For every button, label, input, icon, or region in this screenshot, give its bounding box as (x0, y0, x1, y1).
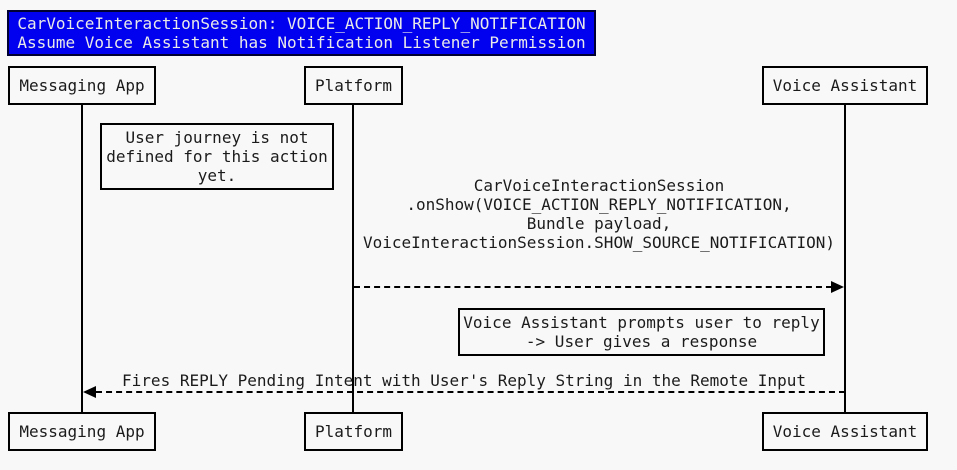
actor-label-messaging-app: Messaging App (19, 76, 145, 95)
actor-box-voice-assistant-top: Voice Assistant (762, 66, 928, 105)
actor-box-platform-top: Platform (304, 66, 403, 105)
actor-box-messaging-app-bottom: Messaging App (8, 412, 156, 451)
lifeline-platform (352, 105, 354, 412)
note-prompt-line-2: -> User gives a response (525, 332, 758, 351)
message-reply-line-1: Fires REPLY Pending Intent with User's R… (122, 371, 806, 390)
note-user-journey-line-1: User journey is not (125, 128, 309, 147)
arrowhead-right-icon (831, 281, 844, 293)
message-reply-label: Fires REPLY Pending Intent with User's R… (84, 371, 844, 390)
diagram-title-line-2: Assume Voice Assistant has Notification … (17, 33, 586, 52)
lifeline-voice-assistant (844, 105, 846, 412)
note-user-journey-line-2: defined for this action (106, 147, 328, 166)
note-prompt-line-1: Voice Assistant prompts user to reply (463, 313, 820, 332)
diagram-title-line-1: CarVoiceInteractionSession: VOICE_ACTION… (17, 14, 586, 33)
message-onshow-arrow-line (354, 286, 832, 288)
note-user-journey: User journey is not defined for this act… (100, 123, 334, 190)
message-onshow-line-4: VoiceInteractionSession.SHOW_SOURCE_NOTI… (362, 233, 835, 252)
lifeline-messaging-app (81, 105, 83, 412)
message-onshow-line-3: Bundle payload, (526, 214, 672, 233)
actor-label-platform: Platform (314, 76, 393, 95)
actor-label-voice-assistant: Voice Assistant (772, 76, 918, 95)
message-reply-arrow-line (96, 391, 845, 393)
actor-label-platform: Platform (314, 422, 393, 441)
message-onshow-line-1: CarVoiceInteractionSession (473, 176, 725, 195)
actor-label-messaging-app: Messaging App (19, 422, 145, 441)
arrowhead-left-icon (83, 386, 96, 398)
diagram-title: CarVoiceInteractionSession: VOICE_ACTION… (7, 10, 596, 56)
actor-label-voice-assistant: Voice Assistant (772, 422, 918, 441)
note-prompt: Voice Assistant prompts user to reply ->… (458, 308, 825, 356)
actor-box-platform-bottom: Platform (304, 412, 403, 451)
note-user-journey-line-3: yet. (197, 166, 237, 185)
actor-box-messaging-app-top: Messaging App (8, 66, 156, 105)
message-onshow-label: CarVoiceInteractionSession .onShow(VOICE… (353, 176, 845, 252)
message-onshow-line-2: .onShow(VOICE_ACTION_REPLY_NOTIFICATION, (406, 195, 792, 214)
actor-box-voice-assistant-bottom: Voice Assistant (762, 412, 928, 451)
